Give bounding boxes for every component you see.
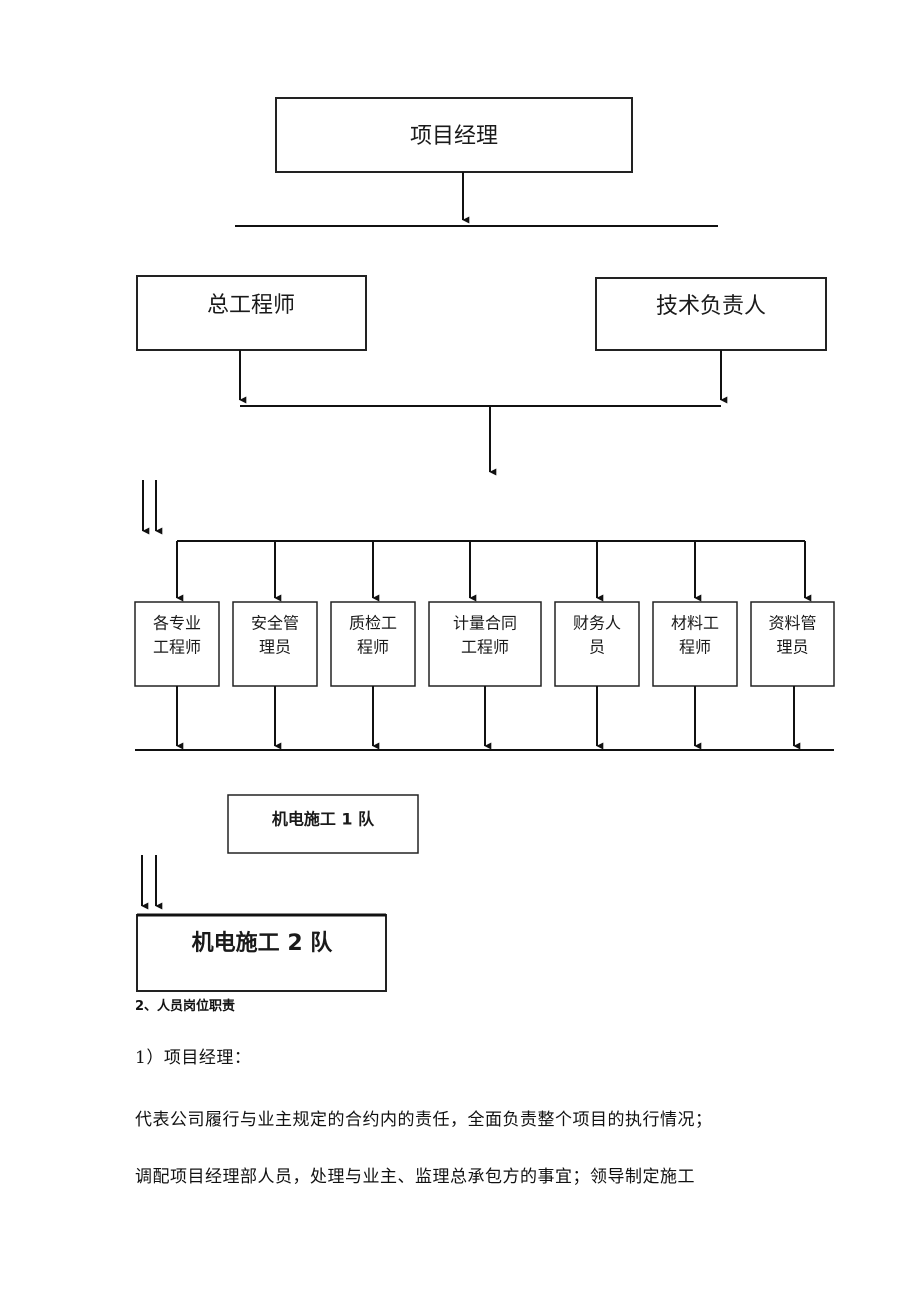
- dept-records-manager-label-line-2: 理员: [776, 638, 808, 657]
- project-manager-box: 项目经理: [275, 97, 633, 173]
- team-1-box: 机电施工 1 队: [227, 794, 419, 854]
- technical-lead-label: 技术负责人: [656, 294, 766, 319]
- dept-safety-manager-label-line-1: 安全管: [251, 614, 299, 633]
- dept-materials-engineer-label-line-1: 材料工: [671, 614, 719, 633]
- dept-finance-label-line-1: 财务人: [573, 614, 621, 633]
- team-2-label: 机电施工 2 队: [192, 930, 334, 956]
- dept-finance-label-line-2: 员: [589, 638, 605, 657]
- connector-second: [239, 350, 728, 476]
- dept-qc-engineer-label-line-1: 质检工: [349, 614, 397, 633]
- team-2-box: 机电施工 2 队: [136, 913, 387, 992]
- team-1-label: 机电施工 1 队: [272, 810, 375, 829]
- chief-engineer-label: 总工程师: [207, 293, 295, 318]
- org-chart: 项目经理 总工程师 技术负责人 各专业工程师安全管理员质检工程师计量合同工程师财…: [134, 97, 835, 992]
- double-arrow-upper: [142, 480, 163, 535]
- double-arrow-lower: [141, 855, 163, 910]
- dept-contract-engineer-label-line-2: 工程师: [461, 638, 509, 657]
- chief-engineer-box: 总工程师: [136, 275, 367, 351]
- dept-materials-engineer-label-line-2: 程师: [679, 638, 711, 657]
- section-heading: 2、人员岗位职责: [135, 999, 236, 1014]
- dept-records-manager-label-line-1: 资料管: [768, 614, 816, 633]
- dept-safety-manager-label-line-2: 理员: [259, 638, 291, 657]
- paragraph-1: 代表公司履行与业主规定的合约内的责任，全面负责整个项目的执行情况；: [135, 1110, 713, 1130]
- technical-lead-box: 技术负责人: [595, 277, 827, 351]
- paragraph-2: 调配项目经理部人员，处理与业主、监理总承包方的事宜；领导制定施工: [135, 1167, 695, 1187]
- dept-contract-engineer-label-line-1: 计量合同: [453, 614, 517, 633]
- subheading: 1）项目经理：: [135, 1048, 252, 1068]
- dept-specialty-engineer-label-line-1: 各专业: [153, 614, 201, 633]
- connector-top: [235, 172, 718, 227]
- dept-specialty-engineer-label-line-2: 工程师: [153, 638, 201, 657]
- dept-qc-engineer-label-line-2: 程师: [357, 638, 389, 657]
- project-manager-label: 项目经理: [410, 124, 498, 149]
